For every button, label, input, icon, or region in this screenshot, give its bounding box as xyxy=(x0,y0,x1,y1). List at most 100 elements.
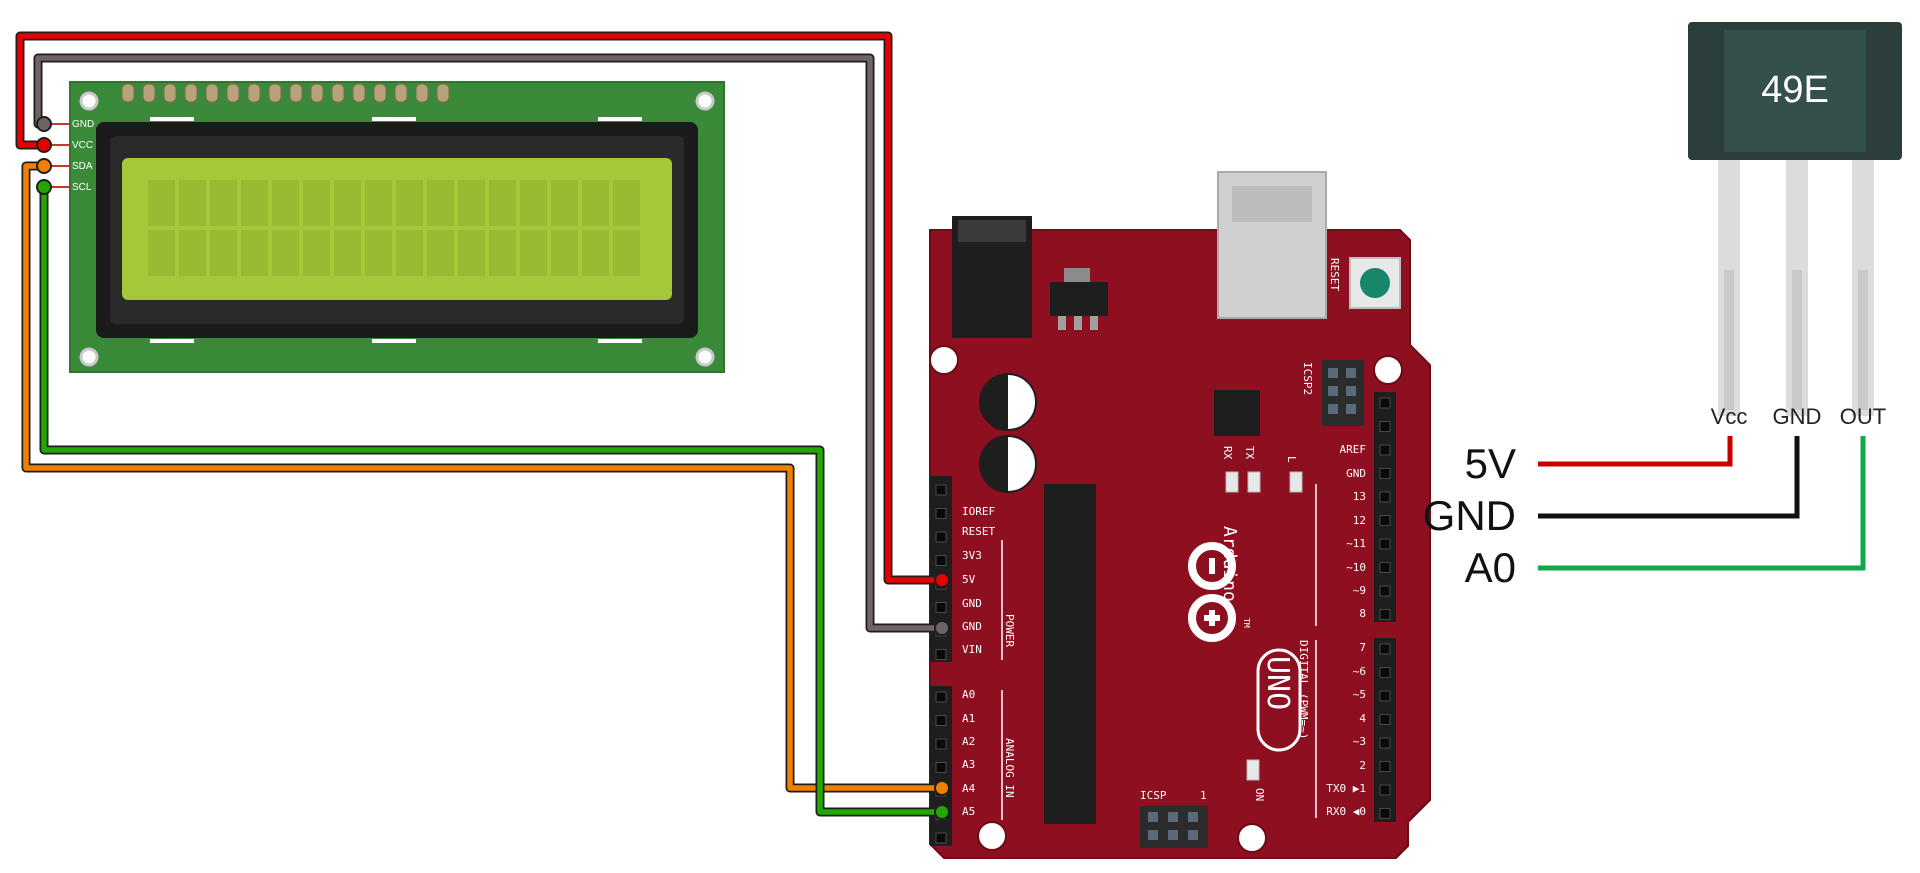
lcd-char-cell xyxy=(272,230,299,276)
lcd-pin-scl: SCL xyxy=(72,182,92,193)
lcd-pin-sda: SDA xyxy=(72,161,93,172)
analog-pin-labels: A0 A1 A2 A3 A4 A5 xyxy=(962,688,976,818)
lcd-char-cell xyxy=(613,230,640,276)
digital-pin-labels-top: AREF GND 13 12 ~11 ~10 ~9 8 xyxy=(1340,443,1367,620)
lcd-char-cell xyxy=(334,180,361,226)
arduino-tm-text: TM xyxy=(1242,618,1251,628)
header-hole xyxy=(1379,737,1391,749)
header-hole xyxy=(1379,714,1391,725)
lcd-screen xyxy=(122,158,672,300)
hall-sensor: 49E Vcc GND OUT xyxy=(1688,22,1902,429)
header-hole xyxy=(1379,761,1391,772)
lcd-pin-vcc: VCC xyxy=(72,140,93,151)
pin-4-label: 4 xyxy=(1359,712,1366,725)
pin-gnd2-label: GND xyxy=(962,620,982,633)
pin-2-label: 2 xyxy=(1359,759,1366,772)
lcd-char-cell xyxy=(365,180,392,226)
sensor-pin-vcc: Vcc xyxy=(1711,404,1748,429)
lcd-char-cell xyxy=(427,180,454,226)
lcd-char-cell xyxy=(241,230,268,276)
pin-12-label: 12 xyxy=(1353,514,1366,527)
header-hole xyxy=(1379,515,1391,526)
header-hole xyxy=(1379,538,1391,550)
reset-button-label: RESET xyxy=(1328,258,1341,291)
icsp-pin1-label: 1 xyxy=(1200,789,1207,802)
lcd-char-cell xyxy=(551,180,578,226)
status-leds xyxy=(1225,471,1303,781)
arduino-brand-text: Arduino xyxy=(1219,526,1240,602)
icsp2-hole xyxy=(1346,386,1356,396)
lcd-char-cell xyxy=(303,180,330,226)
lcd-character-grid xyxy=(148,180,640,276)
sensor-wire-5v xyxy=(1538,436,1733,467)
icsp2-label: ICSP2 xyxy=(1301,362,1314,395)
usb-chip xyxy=(1214,390,1260,436)
pin-aref-label: AREF xyxy=(1340,443,1367,456)
icsp-hole xyxy=(1168,812,1178,822)
lcd-mounting-holes xyxy=(79,91,715,367)
lcd-char-cell xyxy=(303,230,330,276)
sensor-wire-gnd xyxy=(1538,436,1800,519)
sensor-pin-gnd: GND xyxy=(1773,404,1822,429)
power-pin-labels: IOREF RESET 3V3 5V GND GND VIN xyxy=(962,505,995,656)
pin-a1-label: A1 xyxy=(962,712,975,725)
pin-gnd1-label: GND xyxy=(962,597,982,610)
pin-a3-label: A3 xyxy=(962,758,975,771)
capacitors xyxy=(979,373,1037,493)
led-rx-label: RX xyxy=(1221,446,1234,460)
pin-a5-label: A5 xyxy=(962,805,975,818)
lcd-header-pins xyxy=(121,83,450,103)
lcd-char-cell xyxy=(179,230,206,276)
lcd-char-cell xyxy=(458,230,485,276)
header-hole xyxy=(1379,690,1391,702)
lcd-char-cell xyxy=(179,180,206,226)
pin-6-label: ~6 xyxy=(1353,665,1366,678)
lcd-char-cell xyxy=(582,230,609,276)
header-hole xyxy=(935,531,947,543)
arduino-logo xyxy=(1188,542,1236,642)
icsp-hole xyxy=(1188,812,1198,822)
icsp-hole xyxy=(1148,812,1158,822)
analog-section-title: ANALOG IN xyxy=(1003,738,1016,798)
connection-label-gnd: GND xyxy=(1423,492,1516,539)
header-hole xyxy=(935,738,947,750)
header-hole xyxy=(1379,421,1391,432)
lcd-char-cell xyxy=(365,230,392,276)
header-hole xyxy=(935,832,947,844)
lcd-char-cell xyxy=(520,230,547,276)
pin-ioref-label: IOREF xyxy=(962,505,995,518)
pin-3-label: ~3 xyxy=(1353,735,1366,748)
pin-tx1-label: TX0 ▶1 xyxy=(1326,782,1366,795)
pin-3v3-label: 3V3 xyxy=(962,549,982,562)
lcd-char-cell xyxy=(210,180,237,226)
digital-pin-labels-bottom: 7 ~6 ~5 4 ~3 2 TX0 ▶1 RX0 ◀0 xyxy=(1326,641,1366,818)
lcd-char-cell xyxy=(489,230,516,276)
lcd-char-cell xyxy=(427,230,454,276)
icsp-hole xyxy=(1188,830,1198,840)
pin-rx0-label: RX0 ◀0 xyxy=(1326,805,1366,818)
header-hole xyxy=(935,555,947,566)
header-hole xyxy=(1379,609,1391,620)
lcd-char-cell xyxy=(272,180,299,226)
pin-a4-label: A4 xyxy=(962,782,976,795)
header-hole xyxy=(1379,643,1391,655)
pin-9-label: ~9 xyxy=(1353,584,1366,597)
lcd-char-cell xyxy=(241,180,268,226)
icsp2-hole xyxy=(1346,368,1356,378)
icsp-hole xyxy=(1168,830,1178,840)
digital-header-bottom xyxy=(1374,638,1396,822)
lcd-char-cell xyxy=(458,180,485,226)
lcd-module: GND VCC SDA SCL xyxy=(50,81,725,373)
pin-reset-label: RESET xyxy=(962,525,995,538)
pin-11-label: ~11 xyxy=(1346,537,1366,550)
header-hole xyxy=(1379,808,1391,819)
led-l-label: L xyxy=(1285,456,1298,463)
sensor-wires xyxy=(1538,436,1866,571)
icsp2-hole xyxy=(1346,404,1356,414)
connection-label-a0: A0 xyxy=(1465,544,1516,591)
lcd-char-cell xyxy=(334,230,361,276)
led-tx-label: TX xyxy=(1243,446,1256,460)
lcd-wires xyxy=(15,31,950,820)
on-led-label: ON xyxy=(1253,788,1266,801)
